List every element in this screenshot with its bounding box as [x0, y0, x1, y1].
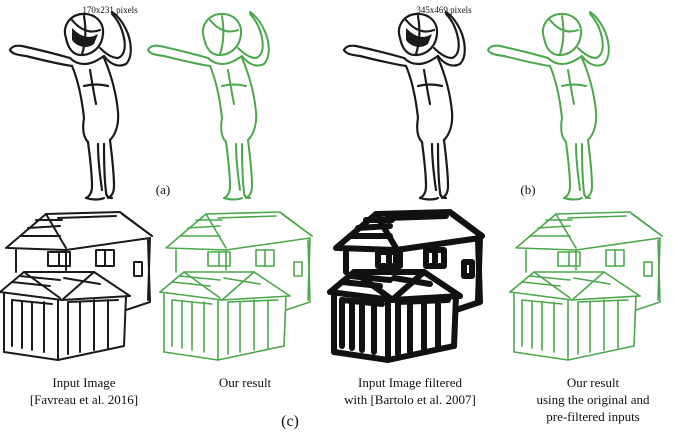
- house-result-filtered: [509, 211, 663, 361]
- panel-label-b: (b): [520, 182, 536, 197]
- caption-line: with [Bartolo et al. 2007]: [344, 392, 476, 407]
- panel-label-c: (c): [281, 413, 299, 430]
- caption-line: Input Image filtered: [358, 375, 462, 390]
- caption-line: pre-filtered inputs: [546, 409, 640, 424]
- caption-line: using the original and: [536, 392, 650, 407]
- house-result: [159, 211, 313, 361]
- character-a-face-fill: [72, 28, 98, 47]
- caption-line: Our result: [218, 375, 272, 390]
- caption-line: Input Image: [52, 375, 116, 390]
- caption-our-result: Our result: [180, 374, 310, 391]
- caption-input-filtered: Input Image filtered with [Bartolo et al…: [318, 374, 502, 408]
- house-input: [0, 211, 153, 361]
- character-result-a: [147, 11, 270, 201]
- caption-line: [Favreau et al. 2016]: [29, 392, 139, 407]
- character-result-b: [487, 11, 610, 201]
- character-b-face-fill: [406, 28, 432, 47]
- size-label-b: 345x469 pixels: [416, 5, 472, 15]
- panel-label-a: (a): [155, 182, 171, 197]
- caption-input-image: Input Image [Favreau et al. 2016]: [0, 374, 168, 408]
- character-input-a: [8, 10, 132, 201]
- caption-line: Our result: [566, 375, 620, 390]
- house-input-filtered: [330, 212, 482, 360]
- size-label-a: 170x231 pixels: [82, 5, 138, 15]
- character-input-b: [342, 10, 466, 201]
- caption-our-result-filtered: Our result using the original and pre-fi…: [512, 374, 674, 425]
